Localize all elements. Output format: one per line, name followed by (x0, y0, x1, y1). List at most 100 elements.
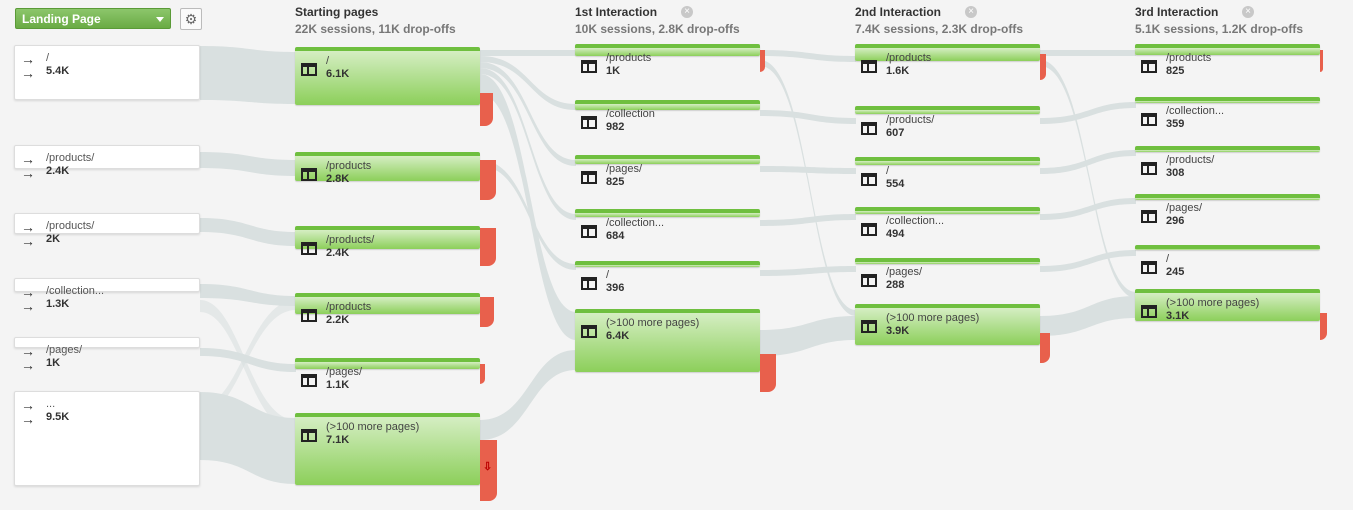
page-table-icon (1141, 261, 1157, 274)
arrow-entry-icon: →→ (21, 284, 35, 314)
node-label: (>100 more pages) (886, 312, 980, 324)
page-table-icon (301, 242, 317, 255)
node-value: 3.1K (1166, 310, 1190, 322)
arrow-entry-icon: →→ (21, 51, 35, 81)
node-label: (>100 more pages) (1166, 297, 1260, 309)
node-value: 684 (606, 230, 625, 242)
flow-node[interactable]: /products/ 607 (855, 106, 1040, 139)
flow-node[interactable]: (>100 more pages) 3.9K (855, 304, 1040, 345)
flow-node[interactable]: /pages/ 825 (575, 155, 760, 188)
flow-node[interactable]: /collection... 684 (575, 209, 760, 242)
close-icon[interactable]: × (1242, 6, 1254, 18)
dropoff-bar[interactable] (1040, 54, 1046, 80)
node-label: (>100 more pages) (326, 421, 420, 433)
page-table-icon (1141, 162, 1157, 175)
flow-node[interactable]: / 245 (1135, 245, 1320, 278)
node-value: 308 (1166, 167, 1185, 179)
flow-node[interactable]: /products/ 308 (1135, 146, 1320, 179)
flow-node[interactable]: /products 2.2K (295, 293, 480, 326)
page-table-icon (861, 223, 877, 236)
column-header-1st: 1st Interaction 10K sessions, 2.8K drop-… (575, 5, 740, 36)
close-icon[interactable]: × (965, 6, 977, 18)
page-table-icon (1141, 210, 1157, 223)
dropoff-bar[interactable] (480, 364, 485, 384)
dropoff-bar[interactable] (760, 50, 765, 72)
node-label: /pages/ (606, 163, 643, 175)
column-header-starting: Starting pages 22K sessions, 11K drop-of… (295, 5, 456, 36)
flow-node[interactable]: /collection 982 (575, 100, 760, 133)
node-label: /collection... (886, 215, 945, 227)
source-node[interactable]: →→ /products/ 2.4K (14, 145, 200, 180)
node-value: 359 (1166, 118, 1185, 130)
source-node[interactable]: →→ /collection... 1.3K (14, 278, 200, 313)
node-label: /products (326, 160, 372, 172)
flow-node[interactable]: /collection... 359 (1135, 97, 1320, 130)
dropoff-bar[interactable] (480, 440, 497, 501)
flow-node[interactable]: /pages/ 288 (855, 258, 1040, 291)
flow-node[interactable]: / 554 (855, 157, 1040, 190)
page-table-icon (861, 320, 877, 333)
dropoff-bar[interactable] (760, 354, 776, 392)
page-table-icon (861, 173, 877, 186)
page-table-icon (1141, 113, 1157, 126)
node-value: 825 (606, 176, 625, 188)
page-table-icon (581, 225, 597, 238)
flow-node[interactable]: (>100 more pages) 7.1K (295, 413, 480, 485)
page-table-icon (861, 60, 877, 73)
source-node[interactable]: →→ / 5.4K (14, 45, 200, 100)
node-value: 607 (886, 127, 905, 139)
source-node[interactable]: →→ /products/ 2K (14, 213, 200, 248)
flow-node[interactable]: /products 2.8K (295, 152, 480, 185)
source-node[interactable]: →→ /pages/ 1K (14, 337, 200, 372)
node-value: 494 (886, 228, 905, 240)
flow-node[interactable]: /pages/ 296 (1135, 194, 1320, 227)
dropoff-bar[interactable] (1320, 50, 1323, 72)
page-table-icon (301, 63, 317, 76)
flow-node[interactable]: (>100 more pages) 6.4K (575, 309, 760, 372)
dropoff-bar[interactable] (480, 160, 496, 200)
gear-icon[interactable]: ⚙ (180, 8, 202, 30)
arrow-entry-icon: →→ (21, 219, 35, 249)
flow-node[interactable]: /products 1K (575, 44, 760, 77)
column-title: 1st Interaction (575, 5, 658, 19)
page-table-icon (581, 325, 597, 338)
node-label: / (886, 165, 890, 177)
flow-node[interactable]: / 6.1K (295, 47, 480, 105)
dropoff-bar[interactable] (480, 297, 494, 327)
flow-node[interactable]: (>100 more pages) 3.1K (1135, 289, 1320, 322)
node-value: 5.4K (46, 65, 70, 77)
dropoff-bar[interactable] (1320, 313, 1327, 340)
node-label: /products (886, 52, 932, 64)
node-label: ... (46, 398, 56, 410)
dropoff-bar[interactable] (480, 93, 493, 126)
column-title: 3rd Interaction (1135, 5, 1219, 19)
flow-node[interactable]: /products/ 2.4K (295, 226, 480, 259)
close-icon[interactable]: × (681, 6, 693, 18)
node-label: /products/ (326, 234, 375, 246)
dropoff-bar[interactable] (480, 228, 496, 266)
node-label: / (606, 269, 610, 281)
dimension-label: Landing Page (22, 12, 101, 26)
node-label: /products/ (886, 114, 935, 126)
node-value: 1K (606, 65, 621, 77)
page-table-icon (581, 171, 597, 184)
arrow-entry-icon: →→ (21, 397, 35, 427)
column-subtitle: 10K sessions, 2.8K drop-offs (575, 22, 740, 36)
flow-node[interactable]: /collection... 494 (855, 207, 1040, 240)
node-label: /collection... (606, 217, 665, 229)
flow-node[interactable]: /products 1.6K (855, 44, 1040, 77)
node-value: 2.4K (46, 165, 70, 177)
dropoff-bar[interactable] (1040, 333, 1050, 363)
page-table-icon (581, 60, 597, 73)
page-table-icon (301, 374, 317, 387)
down-arrow-icon[interactable]: ⇩ (483, 461, 493, 473)
source-node[interactable]: →→ ... 9.5K (14, 391, 200, 486)
node-value: 296 (1166, 215, 1185, 227)
flow-node[interactable]: /pages/ 1.1K (295, 358, 480, 391)
node-label: / (1166, 253, 1170, 265)
flow-node[interactable]: / 396 (575, 261, 760, 294)
flow-node[interactable]: /products 825 (1135, 44, 1320, 77)
dimension-select[interactable]: Landing Page (15, 8, 171, 29)
node-label: /collection... (46, 285, 105, 297)
